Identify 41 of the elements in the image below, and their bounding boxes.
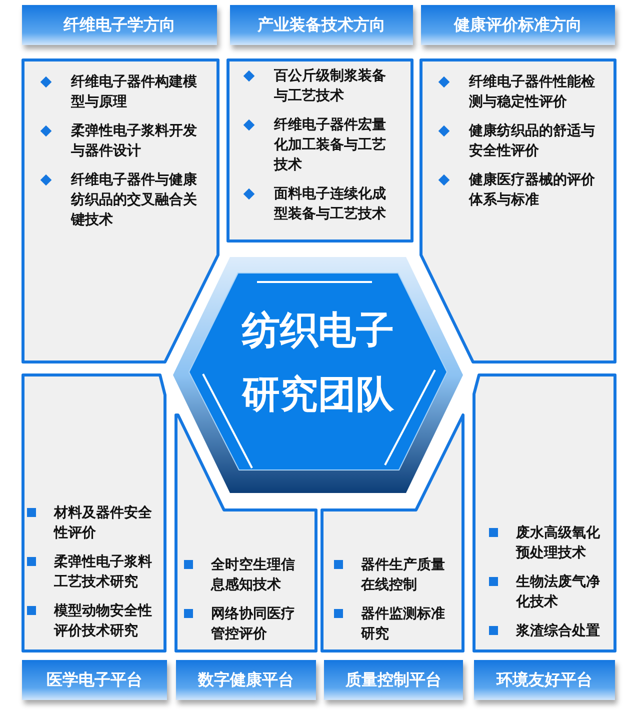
list-item-text: 废水高级氧化预处理技术 (516, 524, 601, 563)
list-item-text: 器件生产质量在线控制 (361, 556, 446, 595)
list-item-text: 浆渣综合处置 (516, 622, 600, 641)
topic-panel (474, 375, 615, 651)
list-item-text: 百公斤级制浆装备与工艺技术 (274, 67, 387, 106)
topic-panel (228, 60, 412, 241)
heading-text: 环境友好平台 (496, 670, 592, 690)
team-title: 纺织电子研究团队 (240, 307, 395, 418)
list-item-text: 纤维电子器件构建模型与原理 (71, 72, 198, 112)
list-item-text: 全时空生理信息感知技术 (211, 556, 296, 595)
topic-panel (322, 415, 463, 651)
list-item-text: 柔弹性电子浆料开发与器件设计 (71, 122, 198, 161)
heading-text: 产业装备技术方向 (258, 14, 386, 36)
heading-bar (22, 660, 167, 700)
list-item-text: 健康医疗器械的评价体系与标准 (469, 171, 596, 210)
list-item-text: 材料及器件安全性评价 (54, 504, 153, 543)
heading-text: 医学电子平台 (46, 670, 142, 690)
list-item-text: 生物法废气净化技术 (516, 572, 601, 612)
heading-text: 数字健康平台 (198, 670, 294, 690)
topic-panel (421, 60, 615, 362)
list-item-text: 器件监测标准研究 (361, 605, 446, 644)
topic-panel (23, 60, 218, 362)
topic-panel (23, 375, 165, 651)
list-item-text: 健康纺织品的舒适与安全性评价 (469, 122, 596, 161)
list-item-text: 纤维电子器件与健康纺织品的交叉融合关键技术 (71, 170, 198, 230)
topic-panel (176, 415, 316, 651)
list-item-text: 纤维电子器件宏量化加工装备与工艺技术 (274, 116, 387, 175)
list-item-text: 纤维电子器件性能检测与稳定性评价 (469, 72, 596, 112)
heading-text: 健康评价标准方向 (454, 14, 582, 36)
list-item-text: 柔弹性电子浆料工艺技术研究 (54, 553, 153, 592)
heading-text: 质量控制平台 (346, 670, 442, 690)
list-item-text: 面料电子连续化成型装备与工艺技术 (274, 185, 387, 224)
heading-bar (176, 660, 316, 700)
heading-bar (474, 660, 615, 700)
heading-bar (324, 660, 463, 700)
heading-bar (230, 5, 413, 45)
heading-bar (421, 5, 615, 45)
list-item-text: 模型动物安全性评价技术研究 (54, 602, 153, 641)
heading-text: 纤维电子学方向 (64, 14, 176, 36)
heading-bar (22, 5, 217, 45)
list-item-text: 网络协同医疗管控评价 (211, 605, 296, 644)
